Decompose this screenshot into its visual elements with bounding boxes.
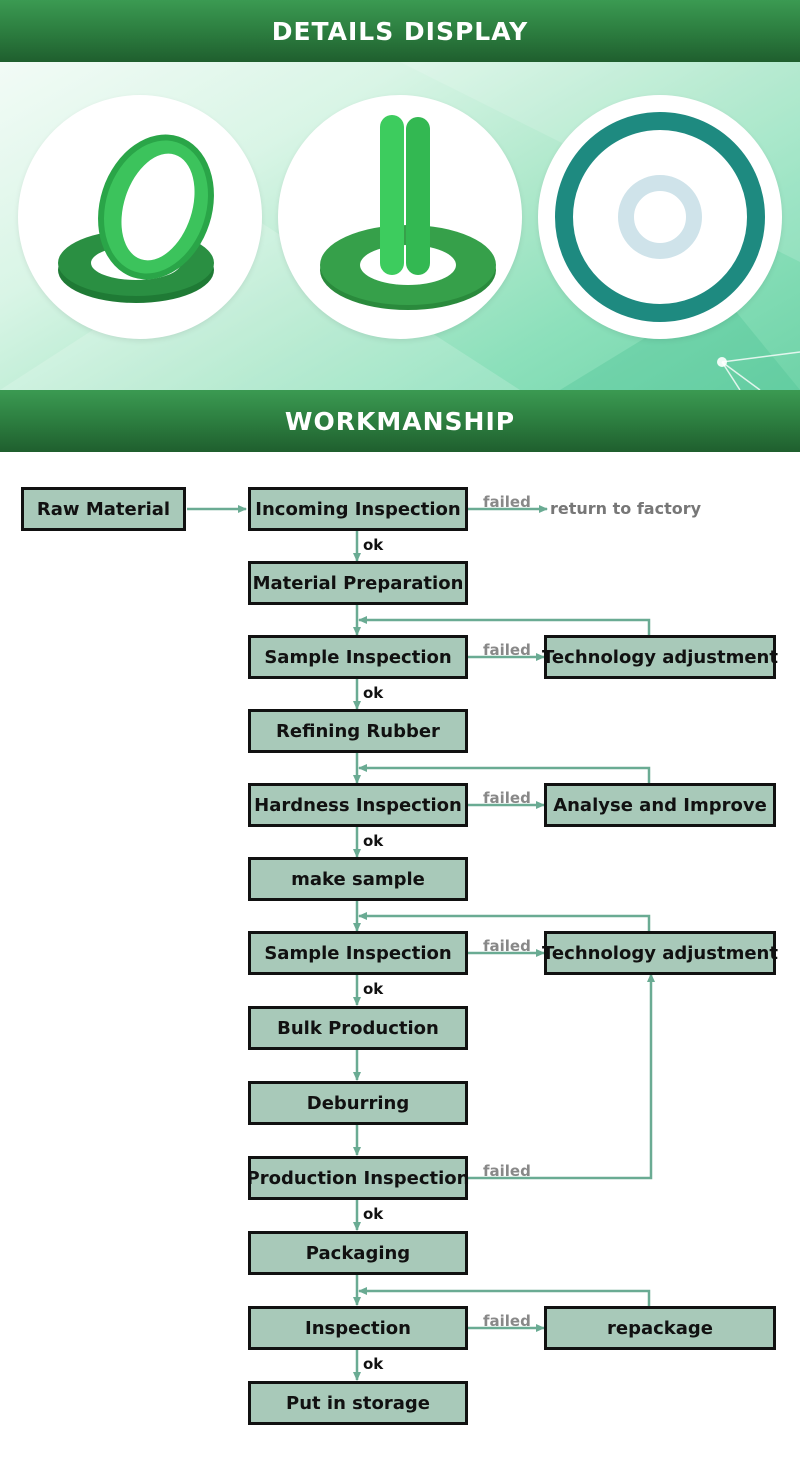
failed-label: failed: [483, 789, 531, 807]
side-technology-adjustment-1: Technology adjustment: [542, 635, 778, 679]
workmanship-title: WORKMANSHIP: [284, 406, 516, 436]
step-put-in-storage: Put in storage: [248, 1381, 468, 1425]
failed-label: failed: [483, 1162, 531, 1180]
failed-label: failed: [483, 937, 531, 955]
ok-label: ok: [363, 536, 384, 554]
details-display-banner: DETAILS DISPLAY: [0, 0, 800, 62]
workmanship-flowchart: Raw Material Incoming Inspection Materia…: [0, 450, 800, 1464]
side-technology-adjustment-2: Technology adjustment: [542, 931, 778, 975]
step-hardness-inspection: Hardness Inspection: [248, 783, 468, 827]
ok-label: ok: [363, 1205, 384, 1223]
failed-label: failed: [483, 1312, 531, 1330]
step-make-sample: make sample: [248, 857, 468, 901]
step-sample-inspection-1: Sample Inspection: [248, 635, 468, 679]
step-material-preparation: Material Preparation: [248, 561, 468, 605]
ok-label: ok: [363, 684, 384, 702]
step-refining-rubber: Refining Rubber: [248, 709, 468, 753]
step-incoming-inspection: Incoming Inspection: [248, 487, 468, 531]
ok-label: ok: [363, 1355, 384, 1373]
step-packaging: Packaging: [248, 1231, 468, 1275]
return-to-factory-label: return to factory: [550, 499, 702, 518]
ok-label: ok: [363, 832, 384, 850]
failed-label: failed: [483, 641, 531, 659]
workmanship-banner: WORKMANSHIP: [0, 390, 800, 452]
product-gallery: [0, 62, 800, 390]
product-photo-2: [278, 95, 522, 339]
failed-label: failed: [483, 493, 531, 511]
side-repackage: repackage: [544, 1306, 776, 1350]
step-bulk-production: Bulk Production: [248, 1006, 468, 1050]
step-inspection: Inspection: [248, 1306, 468, 1350]
raw-material-box: Raw Material: [21, 487, 186, 531]
flow-connectors: [187, 505, 655, 1381]
product-photo-3: [538, 95, 782, 339]
ok-label: ok: [363, 980, 384, 998]
step-deburring: Deburring: [248, 1081, 468, 1125]
product-photo-1: [18, 95, 262, 339]
side-analyse-and-improve: Analyse and Improve: [544, 783, 776, 827]
details-display-title: DETAILS DISPLAY: [271, 16, 529, 46]
step-production-inspection: Production Inspection: [247, 1156, 470, 1200]
step-sample-inspection-2: Sample Inspection: [248, 931, 468, 975]
